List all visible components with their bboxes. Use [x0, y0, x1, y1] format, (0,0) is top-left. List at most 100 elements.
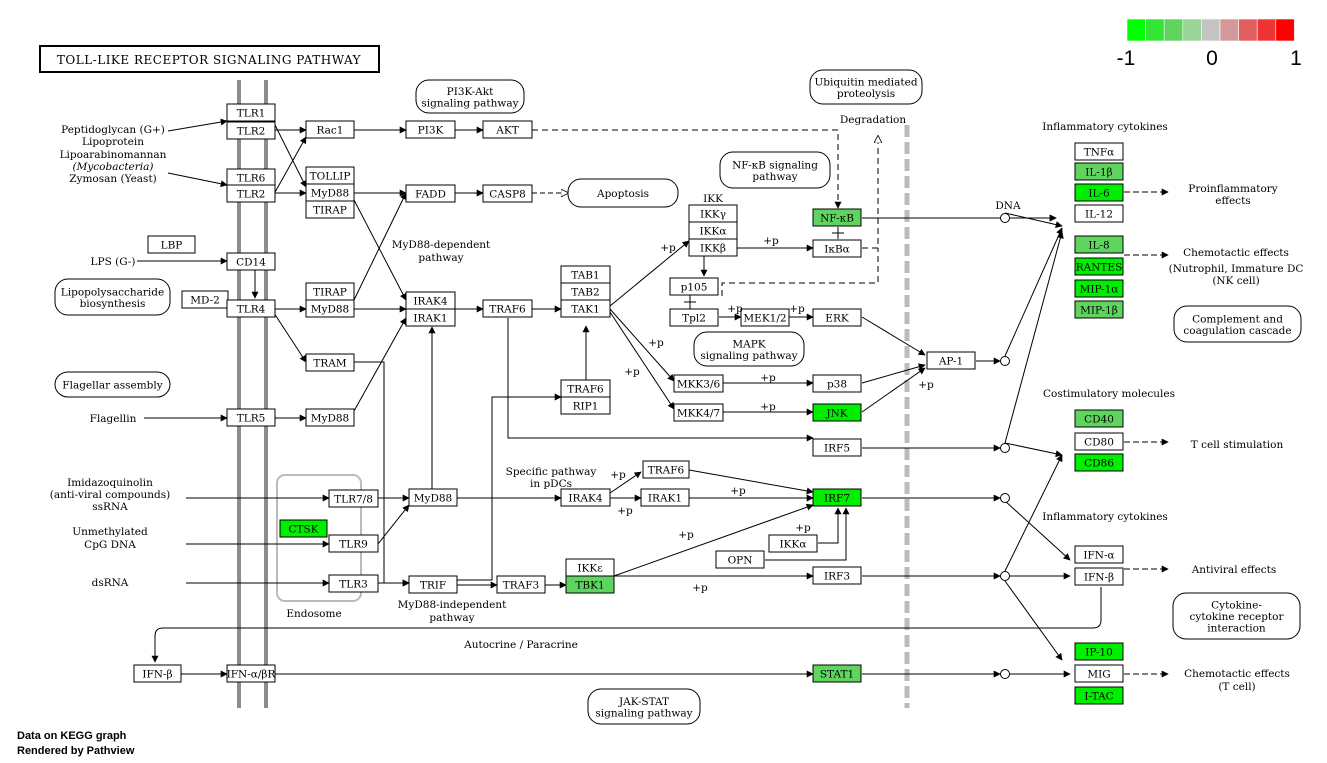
gene-node-myd88d[interactable]: MyD88 — [408, 488, 458, 507]
gene-node-tak1[interactable]: TAK1 — [560, 299, 611, 318]
gene-node-myd88b[interactable]: MyD88 — [305, 299, 355, 318]
gene-node-traf3[interactable]: TRAF3 — [496, 575, 546, 594]
gene-node-traf6b[interactable]: TRAF6 — [560, 379, 611, 398]
color-legend: -1 0 1 — [1117, 18, 1302, 70]
gene-node-tlr6[interactable]: TLR6 — [226, 168, 276, 187]
gene-node-ikka1[interactable]: IKKα — [688, 221, 738, 240]
gene-node-tnfa[interactable]: TNFα — [1074, 142, 1124, 161]
gene-node-ikba[interactable]: IκBα — [812, 239, 862, 258]
gene-node-trif[interactable]: TRIF — [408, 575, 458, 594]
gene-node-jnk[interactable]: JNK — [812, 403, 862, 422]
gene-node-myd88c[interactable]: MyD88 — [305, 408, 355, 427]
gene-node-label: TLR6 — [237, 173, 266, 185]
gene-node-rac1[interactable]: Rac1 — [305, 120, 355, 139]
gene-node-mip1a[interactable]: MIP-1α — [1074, 279, 1124, 298]
gene-node-mig[interactable]: MIG — [1074, 664, 1124, 683]
gene-node-traf6a[interactable]: TRAF6 — [482, 299, 533, 318]
gene-node-casp8[interactable]: CASP8 — [482, 184, 533, 203]
gene-node-ifnb1[interactable]: IFN-β — [133, 664, 182, 683]
gene-node-il6[interactable]: IL-6 — [1074, 183, 1124, 202]
gene-node-p105[interactable]: p105 — [669, 277, 719, 296]
gene-node-tlr2a[interactable]: TLR2 — [226, 121, 276, 140]
gene-node-tram[interactable]: TRAM — [305, 353, 355, 372]
gene-node-tlr2b[interactable]: TLR2 — [226, 184, 276, 203]
gene-node-pi3k[interactable]: PI3K — [405, 120, 456, 139]
gene-node-il1b[interactable]: IL-1β — [1074, 162, 1124, 181]
gene-node-irak4a[interactable]: IRAK4 — [405, 291, 456, 310]
gene-node-label: MEK1/2 — [743, 313, 786, 325]
gene-node-itac[interactable]: I-TAC — [1074, 686, 1124, 705]
gene-node-nfkb[interactable]: NF-κB — [812, 208, 862, 227]
gene-node-cd80[interactable]: CD80 — [1074, 432, 1124, 451]
gene-node-tollip[interactable]: TOLLIP — [305, 166, 355, 185]
pathway-link-apoptosis[interactable]: Apoptosis — [567, 178, 679, 208]
gene-node-mek12[interactable]: MEK1/2 — [740, 308, 790, 327]
gene-node-rip1[interactable]: RIP1 — [560, 396, 611, 415]
gene-node-fadd[interactable]: FADD — [405, 184, 456, 203]
gene-node-ip10[interactable]: IP-10 — [1074, 642, 1124, 661]
pathway-link-flagellar[interactable]: Flagellar assembly — [54, 371, 171, 398]
gene-node-ifnb2[interactable]: IFN-β — [1074, 567, 1124, 586]
gene-node-ikkb[interactable]: IKKβ — [688, 238, 738, 257]
gene-node-ikkg[interactable]: IKKγ — [688, 204, 738, 223]
gene-node-il12[interactable]: IL-12 — [1074, 204, 1124, 223]
gene-node-stat1[interactable]: STAT1 — [812, 664, 862, 683]
pathway-title-text: TOLL-LIKE RECEPTOR SIGNALING PATHWAY — [57, 53, 362, 67]
gene-node-label: IKKα — [780, 539, 807, 551]
gene-nodes[interactable]: TLR1TLR2TLR6TLR2LBPCD14MD-2TLR4TLR5TLR7/… — [133, 103, 1124, 705]
gene-node-opn[interactable]: OPN — [715, 550, 765, 569]
gene-node-mkk36[interactable]: MKK3/6 — [673, 374, 724, 393]
gene-node-cd86[interactable]: CD86 — [1074, 453, 1124, 472]
gene-node-erk[interactable]: ERK — [812, 308, 862, 327]
gene-node-tlr9[interactable]: TLR9 — [328, 534, 379, 553]
gene-node-md2[interactable]: MD-2 — [181, 290, 229, 309]
gene-node-p38[interactable]: p38 — [812, 374, 862, 393]
gene-node-tirapa[interactable]: TIRAP — [305, 200, 355, 219]
gene-node-mip1b[interactable]: MIP-1β — [1074, 300, 1124, 319]
gene-node-tirapb[interactable]: TIRAP — [305, 282, 355, 301]
gene-node-ctsk[interactable]: CTSK — [279, 519, 328, 538]
gene-node-cd40[interactable]: CD40 — [1074, 409, 1124, 428]
gene-node-tlr5[interactable]: TLR5 — [226, 408, 276, 427]
gene-node-irf3[interactable]: IRF3 — [812, 566, 862, 585]
gene-node-ap1[interactable]: AP-1 — [926, 351, 976, 370]
gene-node-tlr3[interactable]: TLR3 — [328, 574, 379, 593]
gene-node-cd14[interactable]: CD14 — [226, 252, 276, 271]
gene-node-irf5[interactable]: IRF5 — [812, 438, 862, 457]
gene-node-il8[interactable]: IL-8 — [1074, 235, 1124, 254]
gene-node-tlr78[interactable]: TLR7/8 — [328, 489, 379, 508]
gene-node-ifnar[interactable]: IFN-α/βR — [226, 664, 277, 683]
gene-node-irak4b[interactable]: IRAK4 — [560, 488, 611, 507]
label-pro1: Proinflammatory — [1188, 183, 1278, 195]
gene-node-label: MKK3/6 — [677, 379, 721, 391]
label-lig1e: Zymosan (Yeast) — [69, 173, 157, 185]
gene-node-myd88a[interactable]: MyD88 — [305, 183, 355, 202]
gene-node-traf6c[interactable]: TRAF6 — [642, 460, 690, 479]
gene-node-label: MyD88 — [311, 413, 349, 425]
gene-node-tlr1[interactable]: TLR1 — [226, 103, 276, 122]
gene-node-ikke[interactable]: IKKε — [565, 558, 615, 577]
gene-node-tbk1[interactable]: TBK1 — [565, 575, 615, 594]
gene-node-lbp[interactable]: LBP — [147, 235, 196, 254]
gene-node-mkk47[interactable]: MKK4/7 — [673, 403, 724, 422]
gene-node-rantes[interactable]: RANTES — [1074, 257, 1124, 276]
gene-node-tab1[interactable]: TAB1 — [560, 265, 611, 284]
gene-node-ifna[interactable]: IFN-α — [1074, 545, 1124, 564]
gene-node-ikka2[interactable]: IKKα — [768, 534, 818, 553]
gene-node-tab2[interactable]: TAB2 — [560, 282, 611, 301]
gene-node-akt[interactable]: AKT — [482, 120, 533, 139]
gene-node-irak1a[interactable]: IRAK1 — [405, 308, 456, 327]
gene-node-irf7[interactable]: IRF7 — [812, 488, 862, 507]
gene-node-tlr4[interactable]: TLR4 — [226, 299, 276, 318]
gene-node-tpl2[interactable]: Tpl2 — [669, 308, 719, 327]
gene-node-irak1b[interactable]: IRAK1 — [640, 488, 690, 507]
